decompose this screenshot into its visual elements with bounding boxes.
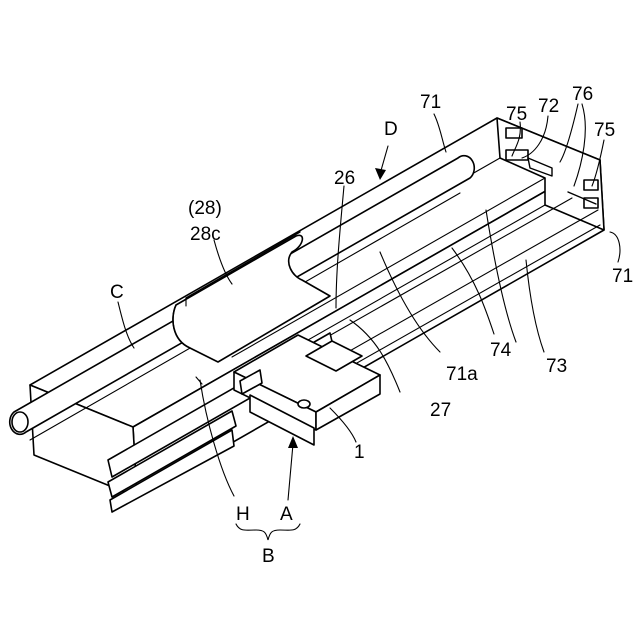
label-71-right: 71 xyxy=(612,266,633,287)
label-c: C xyxy=(110,282,124,303)
label-71-top: 71 xyxy=(420,92,441,113)
label-d: D xyxy=(384,119,398,140)
label-72: 72 xyxy=(538,96,559,117)
label-27: 27 xyxy=(430,400,451,421)
label-28c: 28c xyxy=(190,224,221,245)
label-71a: 71a xyxy=(446,364,478,385)
label-74: 74 xyxy=(490,340,512,361)
label-76: 76 xyxy=(572,84,593,105)
label-28: (28) xyxy=(188,198,222,219)
label-h: H xyxy=(236,504,250,525)
label-26: 26 xyxy=(334,168,355,189)
label-1: 1 xyxy=(354,442,365,463)
label-75-left: 75 xyxy=(506,104,527,125)
rail-body xyxy=(30,118,604,497)
label-73: 73 xyxy=(546,356,567,377)
label-b: B xyxy=(262,546,275,567)
label-75-right: 75 xyxy=(594,120,615,141)
label-a: A xyxy=(280,504,293,525)
